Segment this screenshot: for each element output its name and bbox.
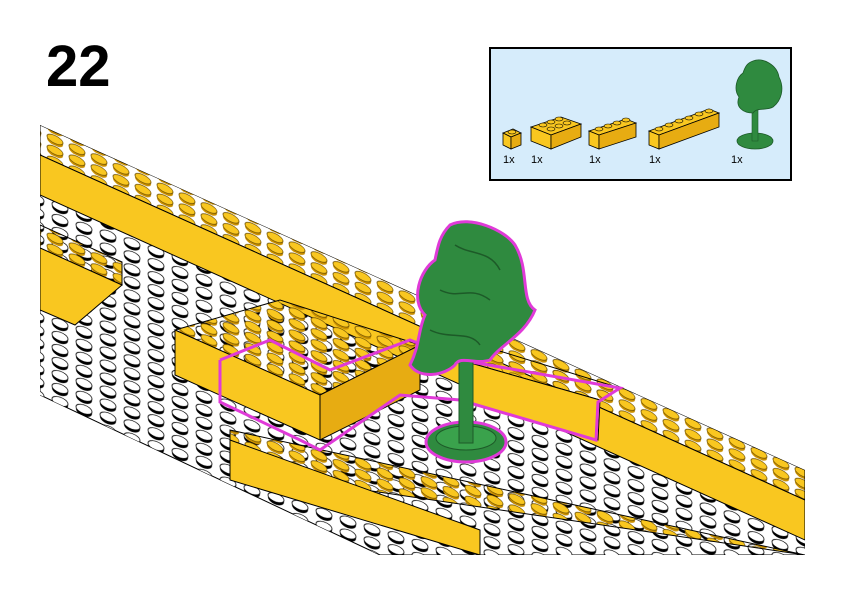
part-qty-2x4: 1x — [531, 154, 543, 166]
left-block-front — [40, 247, 123, 326]
parts-list-panel: 1x 1x 1x 1x 1x — [489, 47, 792, 181]
part-tree-icon — [735, 59, 783, 150]
mid-brick-side — [319, 344, 421, 441]
part-qty-1x4: 1x — [589, 154, 601, 166]
part-1x4-brick-icon — [587, 117, 638, 150]
new-parts-highlight — [218, 338, 625, 452]
part-2x4-brick-icon — [529, 116, 583, 150]
parts-icons — [502, 59, 783, 150]
part-1x6-brick-icon — [647, 108, 721, 150]
front-wall-face — [229, 439, 481, 555]
part-qty-1x1: 1x — [503, 154, 515, 166]
part-qty-1x6: 1x — [649, 154, 661, 166]
part-1x1-brick-icon — [502, 128, 522, 150]
step-number: 22 — [46, 34, 111, 99]
tree — [408, 220, 537, 464]
part-qty-tree: 1x — [731, 154, 743, 166]
